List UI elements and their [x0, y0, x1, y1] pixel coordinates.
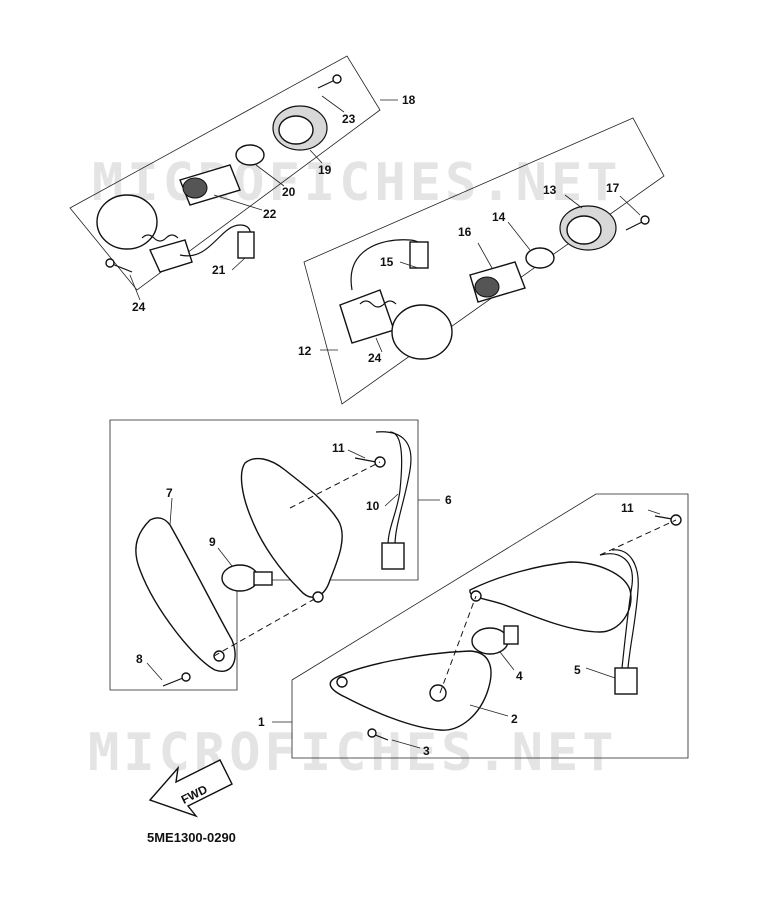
lens-7-hole — [213, 650, 225, 662]
housing-6 — [240, 457, 343, 598]
lens-2-tab — [336, 676, 348, 688]
assembly-line-2 — [439, 595, 477, 694]
forward-arrow: FWD — [148, 759, 233, 818]
socket-22-core — [182, 177, 208, 199]
connector-5 — [614, 667, 638, 695]
stem-18 — [149, 239, 193, 273]
callout-18: 18 — [402, 93, 416, 107]
callout-11-right: 11 — [621, 501, 634, 515]
bulb-4 — [471, 627, 509, 655]
screw-11b — [654, 515, 673, 520]
lens-7 — [135, 517, 236, 672]
rim-13-inner — [566, 215, 602, 245]
bulb-4-base — [503, 625, 519, 645]
callout-5: 5 — [574, 663, 581, 677]
callout-10: 10 — [366, 499, 380, 513]
callout-9: 9 — [209, 535, 216, 549]
stem-12 — [339, 289, 395, 344]
callout-11-left: 11 — [332, 441, 345, 455]
callout-22: 22 — [263, 207, 277, 221]
screw-8-head — [181, 672, 191, 682]
socket-16-core — [474, 276, 500, 298]
connector-21 — [237, 231, 255, 259]
callout-16: 16 — [458, 225, 472, 239]
connector-15 — [409, 241, 429, 269]
callout-20: 20 — [282, 185, 296, 199]
callout-24-mid: 24 — [368, 351, 382, 365]
bulb-20 — [235, 144, 265, 166]
callout-13: 13 — [543, 183, 557, 197]
callout-1: 1 — [258, 715, 265, 729]
bulb-9 — [221, 564, 259, 592]
callout-4: 4 — [516, 669, 523, 683]
housing-6-hole — [312, 591, 324, 603]
callout-19: 19 — [318, 163, 332, 177]
screw-17-head — [640, 215, 650, 225]
screw-8 — [162, 677, 184, 687]
assembly-line-11b — [599, 519, 677, 556]
group-1-frame — [291, 493, 689, 759]
screw-3-head — [367, 728, 377, 738]
assembly-line-11a — [289, 461, 381, 509]
watermark-bottom: MICROFICHES.NET — [88, 723, 618, 783]
stem-spring-12 — [359, 300, 397, 308]
lens-2-hole — [429, 684, 447, 702]
wire-5b — [611, 549, 639, 669]
callout-23: 23 — [342, 112, 356, 126]
screw-17 — [625, 221, 643, 231]
housing-1 — [469, 561, 632, 633]
callout-8: 8 — [136, 652, 143, 666]
callout-15: 15 — [380, 255, 394, 269]
group-12-frame — [303, 117, 665, 405]
group-1-front-right-signal — [272, 493, 689, 759]
connector-10 — [381, 542, 405, 570]
diagram-code: 5ME1300-0290 — [147, 830, 236, 845]
screw-23-head — [332, 74, 342, 84]
rim-19-inner — [278, 115, 314, 145]
wire-10 — [375, 431, 412, 546]
callout-3: 3 — [423, 744, 430, 758]
bulb-9-base — [253, 571, 273, 586]
callout-21: 21 — [212, 263, 226, 277]
screw-24a-head — [105, 258, 115, 268]
screw-11a — [354, 457, 377, 463]
screw-23 — [317, 79, 336, 89]
callout-7: 7 — [166, 486, 173, 500]
group-18-rear-left-signal — [69, 55, 398, 301]
bulb-14 — [525, 247, 555, 269]
callout-12: 12 — [298, 344, 312, 358]
wire-10b — [387, 431, 403, 546]
stem-spring-18 — [141, 234, 179, 242]
group-12-rear-right-signal — [303, 117, 665, 405]
callout-14: 14 — [492, 210, 506, 224]
fwd-arrow-shape — [148, 759, 233, 818]
callout-17: 17 — [606, 181, 620, 195]
wire-5 — [599, 553, 633, 669]
callout-6: 6 — [445, 493, 452, 507]
lens-12 — [391, 304, 453, 360]
group-6-front-left-signal — [109, 419, 440, 691]
screw-24a — [111, 263, 133, 273]
callout-2: 2 — [511, 712, 518, 726]
callout-24-top: 24 — [132, 300, 146, 314]
lens-2 — [329, 650, 492, 731]
lens-18 — [96, 194, 158, 250]
